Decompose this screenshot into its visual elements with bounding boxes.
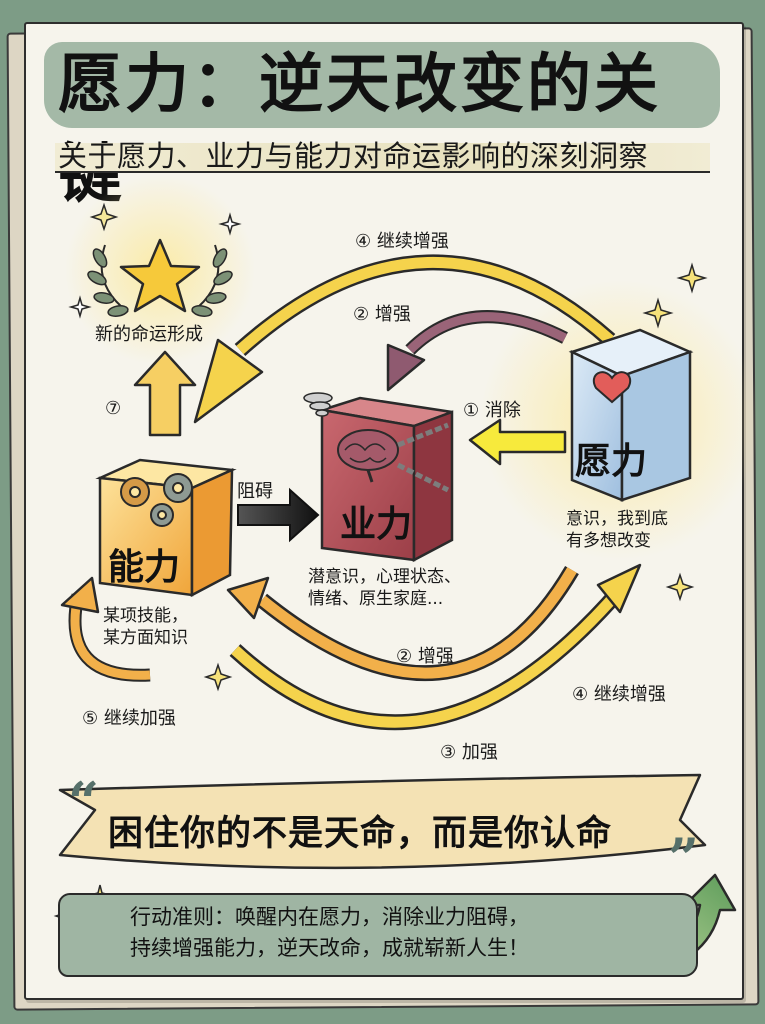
karma-description: 潜意识，心理状态、 情绪、原生家庭... (308, 566, 461, 610)
ability-desc-line-1: 某项技能， (103, 606, 188, 626)
edge-block-label: 阻碍 (237, 481, 273, 502)
open-quote-icon: “ (68, 770, 100, 834)
title-highlight (44, 42, 720, 128)
action-line-1: 行动准则：唤醒内在愿力，消除业力阻碍， (130, 905, 529, 929)
karma-label: 业力 (340, 504, 413, 545)
close-quote-icon: ” (668, 826, 700, 890)
willpower-desc-line-1: 意识，我到底 (566, 509, 668, 529)
willpower-description: 意识，我到底 有多想改变 (566, 508, 668, 552)
ability-label: 能力 (108, 547, 181, 588)
edge-7-label: ⑦ (105, 398, 122, 419)
new-destiny-label: 新的命运形成 (95, 324, 203, 345)
ability-description: 某项技能， 某方面知识 (103, 605, 188, 649)
action-line-2: 持续增强能力，逆天改命，成就崭新人生！ (130, 936, 529, 960)
action-guidelines-box (58, 893, 698, 977)
edge-1-label: ① 消除 (463, 400, 521, 421)
page-subtitle: 关于愿力、业力与能力对命运影响的深刻洞察 (58, 139, 649, 173)
banner-quote-text: 困住你的不是天命，而是你认命 (108, 814, 613, 854)
edge-4a-label: ④ 继续增强 (355, 231, 449, 252)
willpower-desc-line-2: 有多想改变 (566, 531, 651, 551)
edge-2a-label: ② 增强 (353, 304, 411, 325)
karma-desc-line-1: 潜意识，心理状态、 (308, 567, 461, 587)
edge-4b-label: ④ 继续增强 (572, 684, 666, 705)
page-title: 愿力：逆天改变的关键 (58, 48, 661, 212)
edge-3-label: ③ 加强 (440, 742, 498, 763)
willpower-label: 愿力 (575, 441, 648, 482)
ability-desc-line-2: 某方面知识 (103, 628, 188, 648)
edge-2b-label: ② 增强 (396, 646, 454, 667)
karma-desc-line-2: 情绪、原生家庭... (308, 589, 444, 609)
edge-5-label: ⑤ 继续加强 (82, 708, 176, 729)
subtitle-highlight (55, 143, 710, 173)
action-guidelines-text: 行动准则：唤醒内在愿力，消除业力阻碍， 持续增强能力，逆天改命，成就崭新人生！ (130, 902, 690, 964)
